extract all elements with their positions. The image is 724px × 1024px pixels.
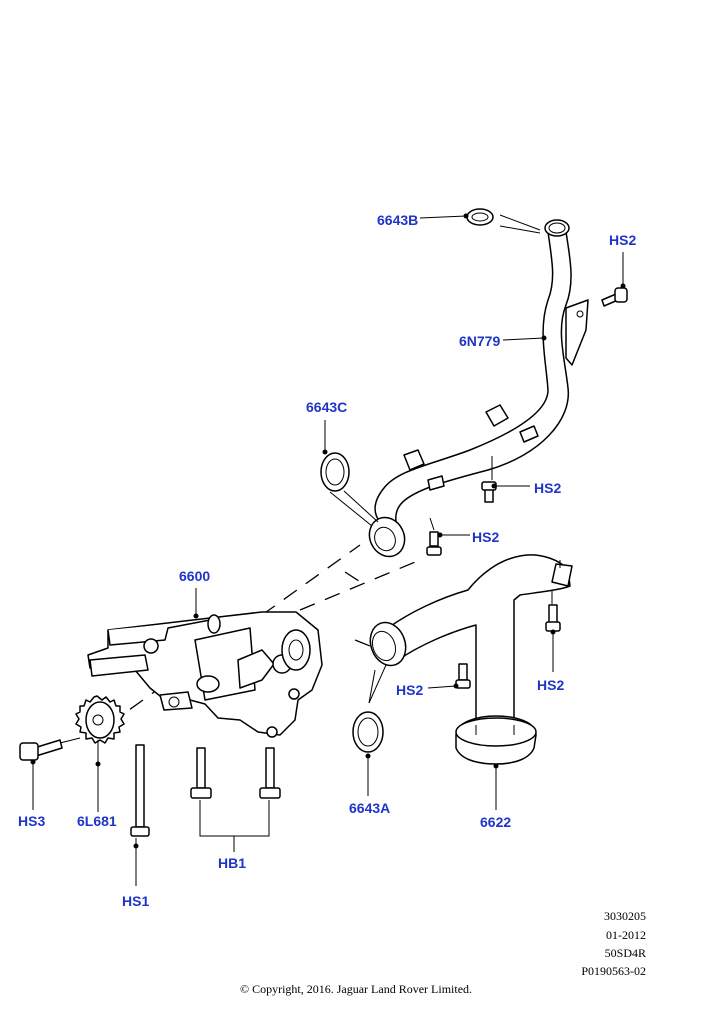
assembly-dash-lines [107, 544, 421, 726]
callout-hs2-pipe: HS2 [396, 682, 423, 698]
bolt-hs2-pipe [455, 663, 471, 689]
leader-lines [32, 214, 624, 886]
callout-hs1: HS1 [122, 893, 149, 909]
copyright-notice: © Copyright, 2016. Jaguar Land Rover Lim… [239, 982, 473, 996]
callout-labels: 6643B HS2 6N779 6643C HS2 HS2 6600 HS2 H… [18, 212, 636, 909]
callout-6643C: 6643C [306, 399, 347, 415]
part-6L681-gear [75, 695, 125, 744]
callout-hs2-right: HS2 [537, 677, 564, 693]
callout-hb1: HB1 [218, 855, 246, 871]
bolt-hs1 [130, 744, 150, 837]
diagram-code-line-1: 3030205 [604, 909, 646, 923]
bolts [19, 287, 628, 837]
callout-6622: 6622 [480, 814, 511, 830]
callout-6643A: 6643A [349, 800, 390, 816]
part-6600-oil-pump [87, 611, 323, 738]
bolt-hs2-top [601, 287, 628, 307]
diagram-code-line-2: 01-2012 [606, 928, 646, 942]
bolt-hs2-right [545, 604, 561, 632]
callout-hs3: HS3 [18, 813, 45, 829]
part-6N779-pickup-pipe [368, 219, 589, 558]
callout-hs2-top: HS2 [609, 232, 636, 248]
bolt-hs3 [19, 739, 63, 761]
part-6622-suction-pipe [369, 554, 573, 765]
diagram-code-line-4: P0190563-02 [581, 964, 646, 978]
callout-hs2-mid: HS2 [534, 480, 561, 496]
bolt-hb1-right [259, 747, 281, 799]
callout-6L681: 6L681 [77, 813, 117, 829]
callout-6N779: 6N779 [459, 333, 500, 349]
bolt-hs2-low [426, 531, 442, 556]
gasket-6643C [320, 452, 350, 492]
bolt-hb1-left [190, 747, 212, 799]
gasket-6643B [466, 208, 494, 226]
leader-dots [30, 213, 626, 849]
callout-6643B: 6643B [377, 212, 418, 228]
callout-6600: 6600 [179, 568, 210, 584]
diagram-code-line-3: 50SD4R [604, 946, 646, 960]
callout-hs2-low: HS2 [472, 529, 499, 545]
